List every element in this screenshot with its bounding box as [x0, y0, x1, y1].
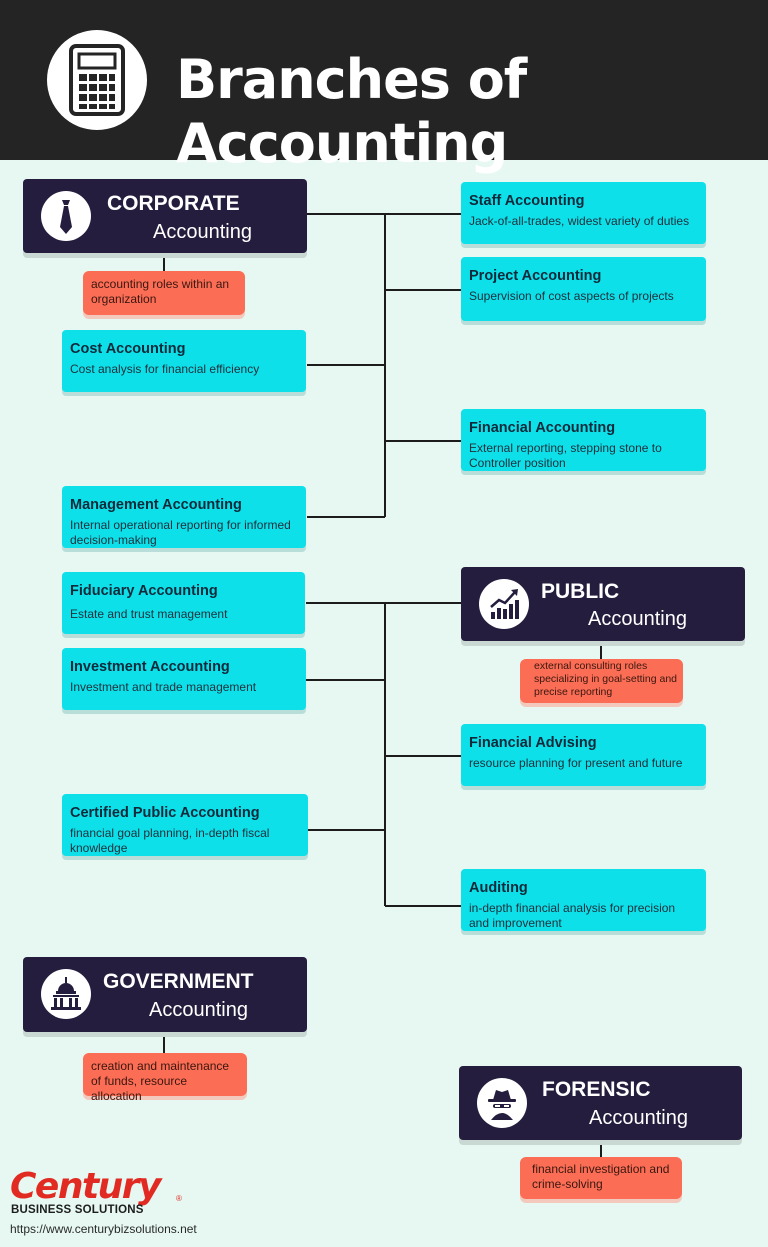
branch-desc: Investment and trade management [70, 680, 257, 694]
branch-investment-accounting: Investment Accounting Investment and tra… [62, 648, 306, 710]
footer-url[interactable]: https://www.centurybizsolutions.net [10, 1222, 197, 1236]
government-note: creation and maintenance of funds, resou… [83, 1053, 247, 1103]
branch-desc: in-depth financial analysis for precisio… [469, 901, 676, 930]
branch-desc: Internal operational reporting for infor… [70, 518, 291, 547]
branch-auditing: Auditing in-depth financial analysis for… [461, 869, 706, 931]
branch-desc: External reporting, stepping stone to Co… [469, 441, 662, 470]
detective-icon [488, 1090, 516, 1120]
branch-title: Financial Advising [469, 735, 597, 751]
government-name: GOVERNMENT [103, 970, 254, 993]
branch-title: Fiduciary Accounting [70, 583, 218, 599]
branch-fiduciary-accounting: Fiduciary Accounting Estate and trust ma… [62, 572, 305, 634]
branch-desc: Supervision of cost aspects of projects [469, 289, 674, 303]
page-title: Branches of Accounting [176, 48, 527, 175]
corporate-icon-badge [41, 191, 91, 241]
branch-desc: Cost analysis for financial efficiency [70, 362, 260, 376]
header-banner: Branches of Accounting [0, 0, 768, 175]
branch-title: Management Accounting [70, 497, 242, 513]
government-sub: Accounting [149, 999, 248, 1021]
branch-desc: Jack-of-all-trades, widest variety of du… [469, 214, 690, 228]
public-category-card: PUBLIC Accounting [461, 567, 745, 641]
government-icon-badge [41, 969, 91, 1019]
branch-desc: resource planning for present and future [469, 756, 683, 770]
public-icon-badge [479, 579, 529, 629]
registered-mark: ® [176, 1194, 182, 1203]
branch-title: Investment Accounting [70, 659, 230, 675]
branch-desc: Estate and trust management [70, 607, 228, 621]
branch-financial-accounting: Financial Accounting External reporting,… [461, 409, 706, 471]
branch-project-accounting: Project Accounting Supervision of cost a… [461, 257, 706, 321]
branch-financial-advising: Financial Advising resource planning for… [461, 724, 706, 786]
branch-title: Cost Accounting [70, 341, 186, 357]
branch-certified-public-accounting: Certified Public Accounting financial go… [62, 794, 308, 856]
forensic-category-card: FORENSIC Accounting [459, 1066, 742, 1140]
branch-title: Staff Accounting [469, 193, 585, 209]
forensic-note: financial investigation and crime-solvin… [520, 1157, 682, 1199]
brand-subtitle: BUSINESS SOLUTIONS [11, 1204, 144, 1216]
branch-title: Project Accounting [469, 268, 602, 284]
public-name: PUBLIC [541, 580, 620, 603]
branch-management-accounting: Management Accounting Internal operation… [62, 486, 306, 548]
capitol-building-icon [51, 977, 81, 1010]
corporate-name: CORPORATE [107, 192, 240, 215]
branch-staff-accounting: Staff Accounting Jack-of-all-trades, wid… [461, 182, 706, 244]
corporate-category-card: CORPORATE Accounting [23, 179, 307, 253]
century-logo: Century ® BUSINESS SOLUTIONS [10, 1166, 190, 1222]
forensic-icon-badge [477, 1078, 527, 1128]
corporate-note: accounting roles within an organization [83, 271, 245, 315]
necktie-icon [60, 200, 72, 234]
corporate-sub: Accounting [153, 221, 252, 243]
brand-name: Century [10, 1166, 162, 1207]
branch-desc: financial goal planning, in-depth fiscal… [70, 826, 270, 855]
calculator-icon [69, 44, 125, 116]
forensic-name: FORENSIC [542, 1078, 651, 1101]
forensic-sub: Accounting [589, 1107, 688, 1129]
branch-title: Certified Public Accounting [70, 805, 260, 821]
growth-chart-icon [490, 589, 519, 619]
header-icon-badge [47, 30, 147, 130]
public-note: external consulting roles specializing i… [520, 659, 683, 703]
government-category-card: GOVERNMENT Accounting [23, 957, 307, 1032]
branch-title: Auditing [469, 880, 528, 896]
branch-title: Financial Accounting [469, 420, 616, 436]
public-sub: Accounting [588, 608, 687, 630]
branch-cost-accounting: Cost Accounting Cost analysis for financ… [62, 330, 306, 392]
